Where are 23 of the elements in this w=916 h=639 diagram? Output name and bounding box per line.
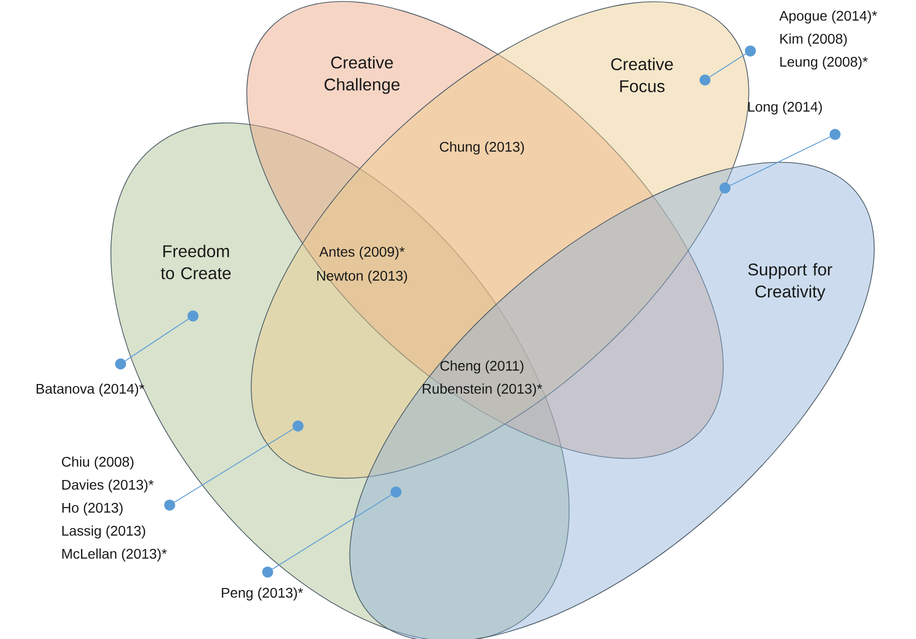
ellipse-heading: Creative Challenge [324, 56, 400, 94]
region-label: Antes (2009)* [319, 246, 405, 260]
leader-line [730, 128, 841, 186]
citation-text: Long (2014) [748, 101, 822, 114]
ellipse-heading: Support for Creativity [748, 263, 832, 301]
leader-line [115, 318, 189, 370]
dot-marker [390, 486, 402, 498]
dot-marker [292, 420, 304, 432]
citation-text: Peng (2013)* [222, 587, 304, 600]
leader-line [164, 428, 294, 511]
region-label: Rubenstein (2013)* [422, 383, 542, 396]
ellipse-heading: Freedom to Create [160, 244, 231, 280]
citation-text: Apogue (2014)* Kim (2008) Leung (2008)* [779, 10, 878, 70]
region-label: Newton (2013) [317, 270, 408, 284]
citation-text: Chiu (2008) Davies (2013)* Ho (2013) Lassig (2013) McLellan (2013)* [62, 456, 167, 562]
citation-text: Batanova (2014)* [36, 383, 144, 396]
leader-line [262, 494, 392, 578]
dot-marker [188, 310, 198, 322]
region-label: Cheng (2011) [440, 360, 524, 374]
leader-line [709, 45, 756, 78]
region-label: Chung (2013) [440, 141, 524, 154]
dot-marker [700, 74, 710, 86]
ellipse-heading: Creative Focus [611, 58, 673, 92]
